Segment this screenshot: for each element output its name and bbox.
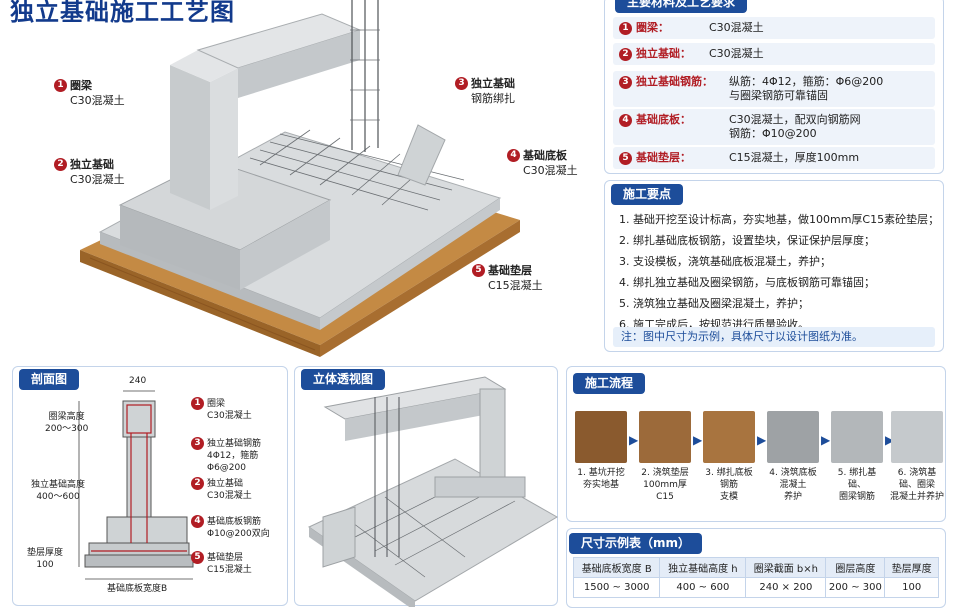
section-heading: 剖面图 [19,369,80,390]
flow-step: 4. 浇筑底板混凝土养护 [765,411,821,503]
table-header: 圈层高度 [825,557,886,578]
flow-step: 3. 绑扎底板钢筋支模 [701,411,757,503]
arrow-right-icon: ▶ [757,433,767,447]
flow-step: 5. 绑扎基础、圈梁钢筋 [829,411,885,503]
arrow-right-icon: ▶ [693,433,703,447]
list-item: 3. 支设模板，浇筑基础底板混凝土，养护； [619,255,831,268]
dim-bottom: 基础底板宽度B [107,584,168,594]
list-item: 2. 绑扎基础底板钢筋，设置垫块，保证保护层厚度； [619,234,875,247]
dims-table: 基础底板宽度 B 独立基础高度 h 圈梁截面 b×h 圈层高度 垫层厚度 150… [572,557,939,598]
flow-step: 6. 浇筑基础、圈梁混凝土并养护 [889,411,945,503]
perspective-heading: 立体透视图 [301,369,386,390]
arrow-right-icon: ▶ [629,433,639,447]
dim-top: 240 [129,376,147,386]
dims-heading: 尺寸示例表（mm） [569,533,703,554]
arrow-right-icon: ▶ [885,433,895,447]
list-item: 4. 绑扎独立基础及圈梁钢筋，与底板钢筋可靠锚固； [619,276,875,289]
flow-heading: 施工流程 [573,373,646,394]
table-header: 圈梁截面 b×h [745,557,827,578]
materials-heading: 主要材料及工艺要求 [615,0,748,13]
arrow-right-icon: ▶ [821,433,831,447]
section-drawing [78,390,194,580]
perspective-illustration [308,376,558,607]
page-title: 独立基础施工工艺图 [10,0,235,26]
list-item: 1. 基础开挖至设计标高，夯实地基，做100mm厚C15素砼垫层； [619,213,940,226]
table-header: 独立基础高度 h [659,557,747,578]
main-foundation-illustration [80,0,520,357]
key-points-panel: 施工要点 1. 基础开挖至设计标高，夯实地基，做100mm厚C15素砼垫层； 2… [604,180,944,352]
dims-panel: 尺寸示例表（mm） 基础底板宽度 B 独立基础高度 h 圈梁截面 b×h 圈层高… [566,528,946,608]
list-item: 5. 浇筑独立基础及圈梁混凝土，养护； [619,297,809,310]
table-header: 垫层厚度 [884,557,939,578]
perspective-panel: 立体透视图 [294,366,558,607]
table-row: 1500 ~ 3000 400 ~ 600 240 × 200 200 ~ 30… [572,577,939,598]
key-points-heading: 施工要点 [611,184,684,205]
table-header: 基础底板宽度 B [572,557,661,578]
flow-step: 1. 基坑开挖夯实地基 [573,411,629,491]
note-text: 注：图中尺寸为示例，具体尺寸以设计图纸为准。 [613,327,935,347]
key-points-list: 1. 基础开挖至设计标高，夯实地基，做100mm厚C15素砼垫层； 2. 绑扎基… [619,209,939,335]
